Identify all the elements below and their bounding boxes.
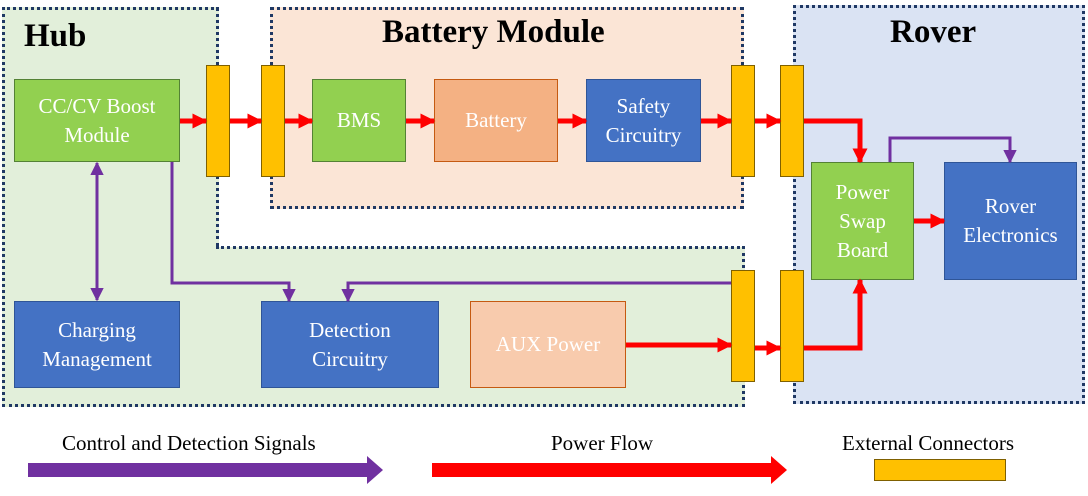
hub-border-top xyxy=(2,7,219,10)
safety-circuitry-block: Safety Circuitry xyxy=(586,79,701,162)
cc-cv-boost-module-label: CC/CV Boost Module xyxy=(38,93,156,147)
legend-control-label: Control and Detection Signals xyxy=(62,431,316,455)
battery-module-title: Battery Module xyxy=(382,14,605,50)
hub-border-bottom xyxy=(2,404,745,407)
legend-connectors-label: External Connectors xyxy=(842,431,1015,455)
bms-block: BMS xyxy=(312,79,406,162)
hub-border-left xyxy=(2,7,5,407)
control-arrow-swap-to-rover-electronics xyxy=(888,136,1017,164)
charging-management-block: Charging Management xyxy=(14,301,180,388)
hub-title: Hub xyxy=(24,18,87,54)
detection-circuitry-block: Detection Circuitry xyxy=(261,301,439,388)
power-arrow-connector-to-swap-board-top xyxy=(804,118,868,164)
power-swap-board-label: Power Swap Board xyxy=(835,179,890,262)
detection-circuitry-label: Detection Circuitry xyxy=(309,317,391,371)
charging-management-label: Charging Management xyxy=(42,317,152,371)
battery-label: Battery xyxy=(465,108,527,132)
connector-rover-in-bottom xyxy=(780,270,804,382)
bms-label: BMS xyxy=(336,108,382,132)
cc-cv-boost-module-block: CC/CV Boost Module xyxy=(14,79,180,162)
rover-electronics-block: Rover Electronics xyxy=(944,162,1077,280)
legend-control-arrow-icon xyxy=(28,456,383,484)
legend-power-label: Power Flow xyxy=(551,431,654,455)
power-swap-board-block: Power Swap Board xyxy=(811,162,914,280)
control-arrow-connector-to-detection xyxy=(341,281,731,303)
aux-power-block: AUX Power xyxy=(470,301,626,388)
rover-title: Rover xyxy=(890,14,977,50)
aux-power-label: AUX Power xyxy=(495,332,601,356)
legend-connector-swatch xyxy=(874,459,1006,481)
control-signal-arrows xyxy=(90,136,1017,303)
connector-rover-in-top xyxy=(780,65,804,177)
hub-border-step xyxy=(216,246,745,249)
legend-power-arrow-icon xyxy=(432,456,787,484)
rover-electronics-label: Rover Electronics xyxy=(963,194,1058,247)
connector-hub-out-top xyxy=(206,65,230,177)
connector-battery-in xyxy=(261,65,285,177)
power-arrow-connector-to-swap-board-bottom xyxy=(804,278,868,351)
safety-circuitry-label: Safety Circuitry xyxy=(605,93,682,147)
power-flow-arrows xyxy=(180,113,946,356)
connector-hub-out-bottom xyxy=(731,270,755,382)
control-arrow-boost-to-detection xyxy=(170,162,296,303)
